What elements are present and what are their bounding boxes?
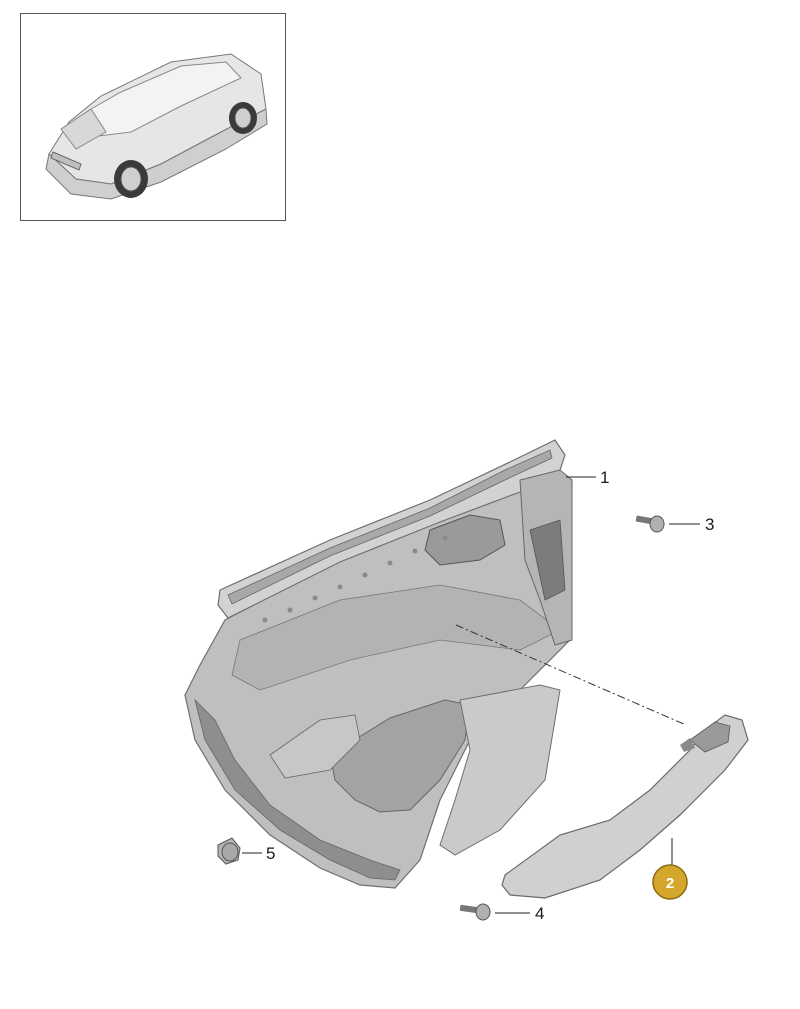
vehicle-illustration [45,53,268,200]
screw-3 [635,515,665,533]
callout-4[interactable]: 4 [535,904,544,923]
clip-5 [217,837,241,865]
callout-5[interactable]: 5 [266,844,275,863]
leader-lines [242,476,700,914]
callout-3[interactable]: 3 [705,515,714,534]
callout-1[interactable]: 1 [600,468,609,487]
alignment-line [455,624,687,726]
callout-2-badge[interactable] [652,864,688,900]
screw-4 [459,903,491,921]
vehicle-overview-thumbnail [20,13,286,221]
callout-2-label[interactable]: 2 [666,875,674,892]
grab-handle [501,714,749,899]
callout-2[interactable]: 2 [652,864,688,900]
door-trim-panel [184,439,573,889]
